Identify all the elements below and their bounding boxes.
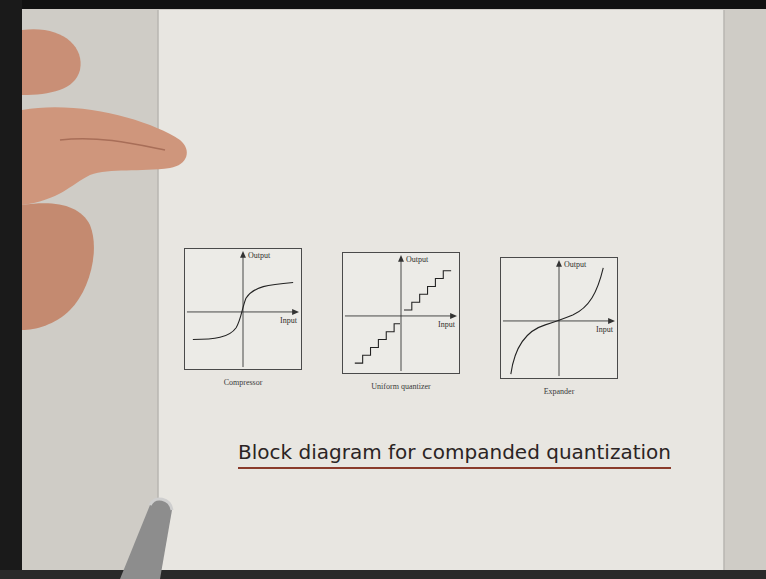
axis-label: Input bbox=[596, 326, 613, 334]
transfer-curve bbox=[355, 324, 400, 363]
axis-arrowhead bbox=[398, 255, 404, 262]
paper-sheet bbox=[158, 10, 724, 579]
marker-highlight bbox=[150, 499, 172, 510]
plot-node: OutputInputUniform quantizer bbox=[340, 252, 462, 391]
axis-label: Input bbox=[280, 317, 297, 325]
plot-caption: Expander bbox=[498, 387, 620, 396]
paper-edge bbox=[723, 10, 725, 579]
axis-arrowhead bbox=[556, 260, 562, 267]
plot-caption: Uniform quantizer bbox=[340, 382, 462, 391]
marker-pen bbox=[120, 499, 172, 579]
transfer-curve bbox=[193, 282, 293, 339]
dark-border bbox=[0, 570, 766, 579]
axis-label: Input bbox=[438, 321, 455, 329]
handwritten-caption: Block diagram for companded quantization bbox=[238, 440, 671, 469]
transfer-plot bbox=[343, 253, 459, 373]
hand-finger bbox=[22, 29, 81, 95]
vertical-axis bbox=[401, 258, 402, 371]
plot-node: OutputInputExpander bbox=[498, 257, 620, 396]
hand-crease bbox=[60, 139, 165, 150]
axis-label: Output bbox=[248, 252, 270, 260]
plot-frame: OutputInput bbox=[500, 257, 618, 379]
plot-frame: OutputInput bbox=[184, 248, 302, 370]
transfer-plot bbox=[185, 249, 301, 369]
horizontal-axis bbox=[345, 315, 454, 316]
axis-arrowhead bbox=[240, 251, 246, 258]
axis-label: Output bbox=[406, 256, 428, 264]
dark-border bbox=[0, 0, 22, 579]
transfer-curve bbox=[404, 271, 451, 310]
transfer-curve bbox=[511, 268, 603, 374]
plot-caption: Compressor bbox=[182, 378, 304, 387]
hand-palm bbox=[22, 203, 94, 330]
hand-finger bbox=[22, 107, 187, 205]
axis-arrowhead bbox=[292, 309, 299, 315]
plot-frame: OutputInput bbox=[342, 252, 460, 374]
dark-border bbox=[0, 0, 766, 9]
axis-arrowhead bbox=[608, 318, 615, 324]
axis-label: Output bbox=[564, 261, 586, 269]
vertical-axis bbox=[559, 263, 560, 376]
paper-edge bbox=[157, 10, 159, 579]
plot-node: OutputInputCompressor bbox=[182, 248, 304, 387]
transfer-plot bbox=[501, 258, 617, 378]
axis-arrowhead bbox=[450, 313, 457, 319]
